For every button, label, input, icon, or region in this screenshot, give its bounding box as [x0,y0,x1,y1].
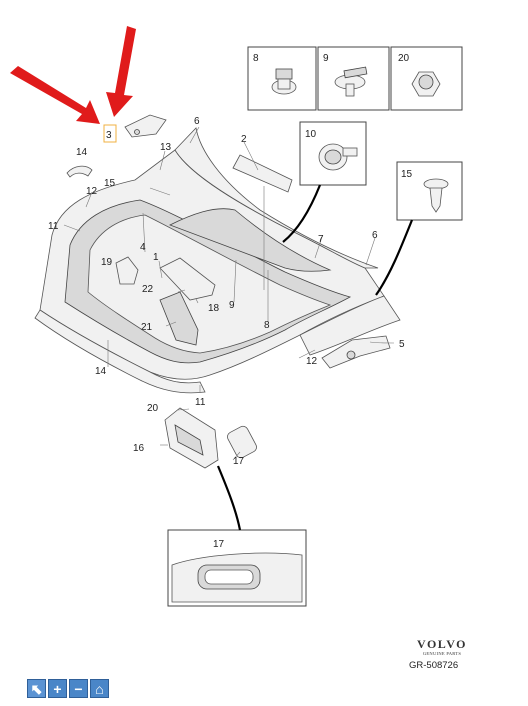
svg-text:9: 9 [323,53,329,64]
callout-11: 11 [195,397,206,408]
svg-text:8: 8 [253,53,259,64]
callout-2: 2 [241,134,247,145]
callout-6: 6 [194,116,200,127]
home-icon: ⌂ [95,680,104,697]
callout-7: 7 [318,234,324,245]
zoom-out-icon: − [74,680,83,697]
selected-callout-highlight [103,124,117,143]
inset-leader-10 [282,184,322,243]
callout-1: 1 [153,252,159,263]
part-18-panel [159,257,216,301]
inset-box-10: 10 [299,121,367,186]
inset-box-8: 8 [247,46,317,111]
callout-18: 18 [208,303,220,314]
svg-text:20: 20 [398,53,410,64]
callout-14: 14 [95,366,107,377]
logo-brand: VOLVO [417,637,467,651]
inset-box-9: 9 [317,46,390,111]
cursor-button[interactable]: ⬉ [27,679,46,698]
red-arrow-icon [10,66,100,124]
part-16-latch-housing [164,407,219,469]
callout-12: 12 [306,356,318,367]
callout-20: 20 [147,403,159,414]
callout-6: 6 [372,230,378,241]
callout-22: 22 [142,284,154,295]
zoom-out-button[interactable]: − [69,679,88,698]
part-21-panel [159,291,199,346]
callout-15: 15 [104,178,116,189]
callout-12: 12 [86,186,98,197]
callout-4: 4 [140,242,146,253]
callout-16: 16 [133,443,145,454]
callout-14: 14 [76,147,88,158]
part-14-clip [66,165,93,178]
diagram-reference: GR-508726 [409,660,459,671]
svg-text:10: 10 [305,129,317,140]
callout-21: 21 [141,322,153,333]
svg-text:15: 15 [401,169,413,180]
cursor-icon: ⬉ [30,680,43,697]
zoom-in-icon: + [53,680,62,697]
svg-text:17: 17 [213,539,225,550]
callout-9: 9 [229,300,235,311]
leader-lines [63,126,395,461]
volvo-logo: VOLVO GENUINE PARTS [412,637,472,656]
callout-13: 13 [160,142,172,153]
part-2-strip [232,154,293,193]
viewer-toolbar: ⬉ + − ⌂ [27,679,109,698]
inset-leader-17 [216,465,242,531]
home-button[interactable]: ⌂ [90,679,109,698]
part-5-bracket [321,335,391,369]
callout-11: 11 [48,221,59,232]
callout-5: 5 [399,339,405,350]
part-3-clip [124,114,167,138]
part-19-bracket [115,256,139,285]
callout-8: 8 [264,320,270,331]
logo-subtitle: GENUINE PARTS [422,651,462,656]
callout-3: 3 [106,130,112,141]
callout-19: 19 [101,257,113,268]
inset-box-15: 15 [396,161,463,221]
inset-box-17: 17 [167,529,307,607]
callout-17: 17 [233,456,245,467]
zoom-in-button[interactable]: + [48,679,67,698]
part-17-seal [227,425,257,459]
red-arrow-icon [106,26,136,117]
inset-leader-15 [375,219,414,296]
inset-box-20: 20 [390,46,463,111]
